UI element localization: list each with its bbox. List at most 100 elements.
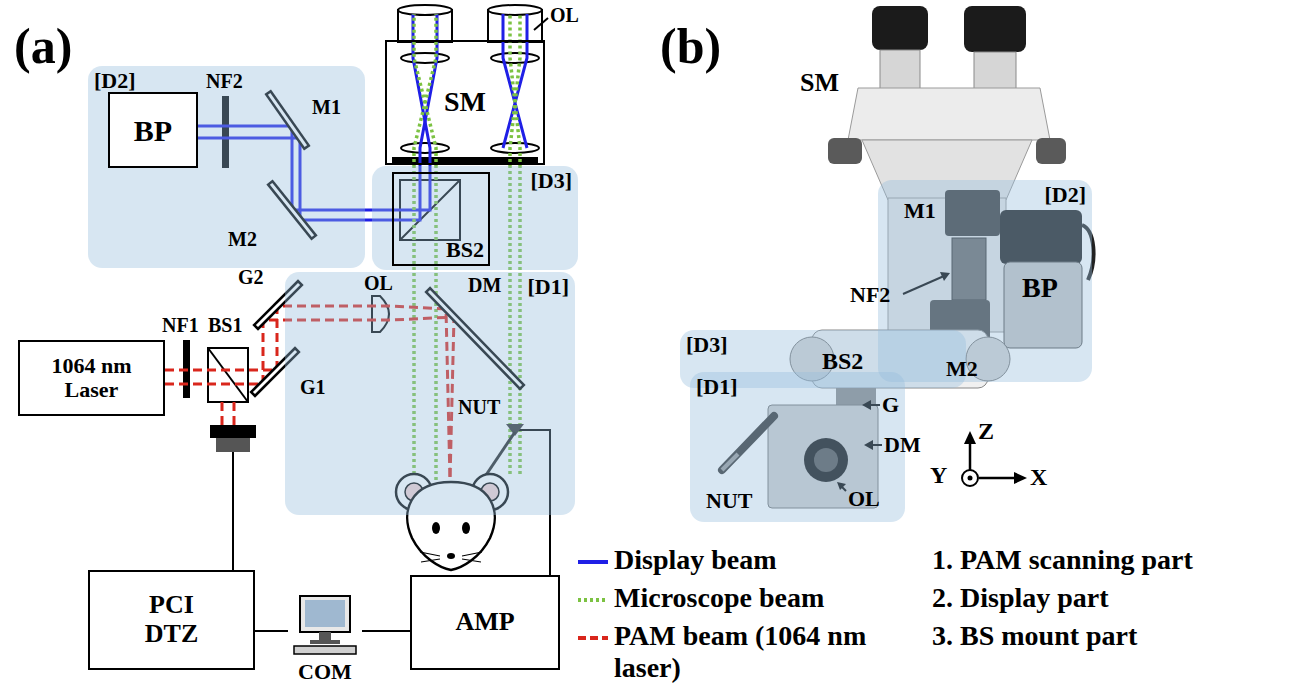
computer-node: COM [288,592,362,686]
axis-out-of-page [968,476,973,481]
part-label: SM [800,68,839,98]
computer-screen [305,600,345,627]
pam-scanning-region: [D1] [285,272,575,515]
legend-sample [578,560,608,564]
lens [401,143,449,153]
legend-text: Microscope beam [614,582,824,614]
digitizer-box: PCI DTZ [88,570,255,670]
part-label: NF2 [850,282,890,307]
axis-label: X [1030,464,1047,492]
part-label: M1 [312,96,341,119]
numbered-part: 1. PAM scanning part [932,544,1193,576]
pam-beam [222,402,234,425]
legend-entry: Display beam [614,544,777,576]
beam-splitter-box: BS2 [392,172,490,266]
numbered-part: 3. BS mount part [932,620,1137,652]
node-label: PCI DTZ [137,591,207,648]
legend-text: Display beam [614,544,777,576]
part-label: NF1 [162,314,199,337]
focus-knob [1036,138,1066,164]
region-label: [D1] [527,274,569,300]
lens [491,53,539,63]
part-label: DM [468,274,501,297]
part-label: G1 [300,376,326,399]
part-label: NUT [706,488,752,513]
part-label: M1 [904,198,936,223]
region-label: [D3] [686,332,728,358]
computer-keyboard [294,646,356,654]
legend-entry: PAM beam (1064 nm laser) [614,620,924,684]
signal-wire [232,452,234,570]
computer-stand [319,632,331,640]
axis-arrow [964,431,976,444]
eyepiece-barrel [974,52,1016,90]
region-label: [D1] [696,374,738,400]
axis-arrow [979,477,1015,480]
projector-box: BP [108,92,198,168]
part-label: OL [550,4,579,27]
panel-letter: (b) [660,18,721,76]
region-label: [D3] [530,168,572,194]
node-label: BS2 [446,238,484,262]
eyepiece-cup [964,6,1026,52]
focus-knob [828,138,862,164]
part-label: M2 [228,228,257,251]
microscope-head [848,88,1050,140]
legend-sample [578,636,608,640]
part-label: NF2 [206,70,243,93]
part-label: BP [1022,272,1058,304]
lens [491,143,539,153]
amplifier-box: AMP [410,575,560,670]
laser-box: 1064 nm Laser [18,340,165,416]
eyepiece-top [398,5,452,15]
computer-monitor [300,596,350,632]
region-label: [D2] [94,68,136,94]
leader-line [534,18,548,30]
numbered-part: 2. Display part [932,582,1109,614]
eyepiece-cup [872,6,928,50]
axis-arrow [1014,472,1027,484]
part-label: G [882,392,899,417]
part-label: DM [884,432,921,457]
part-label: M2 [946,356,978,381]
legend-entry: Microscope beam [614,582,824,614]
bs-mount-region: [D3] BS2 [372,166,578,270]
signal-wire [255,630,288,632]
mouse-nose [447,553,455,559]
node-label: 1064 nm Laser [42,354,142,402]
computer-base [310,640,340,644]
display-beam [503,14,527,148]
microscope-box: SM [385,40,545,165]
mouse-eye [432,522,440,534]
legend-sample [578,598,608,602]
node-label: COM [298,660,352,684]
part-label: NUT [458,396,500,419]
lens [401,53,449,63]
beam-splitter-cube [208,348,248,402]
node-label: AMP [455,608,514,637]
part-label: G2 [238,266,264,289]
part-label: OL [364,272,393,295]
legend-text: PAM beam (1064 nm laser) [614,620,924,684]
beam-splitter-face [208,348,248,402]
photodetector [210,425,256,438]
mouse-whiskers [420,552,482,562]
node-label: SM [444,87,486,118]
eyepiece-top [488,5,542,15]
axis-label: Y [930,462,947,490]
part-label: BS1 [208,314,242,337]
part-label: BS2 [822,348,863,376]
eyepiece-barrel [880,50,920,90]
node-label: BP [134,114,172,147]
photodetector-base [216,438,250,452]
axis-arrow [969,442,972,470]
signal-wire [362,630,410,632]
axis-label: Z [978,418,994,446]
part-label: OL [848,486,880,511]
axis-out-of-page [962,470,978,486]
mouse-eye [462,522,470,534]
region-label: [D2] [1044,182,1086,208]
panel-letter: (a) [14,18,72,76]
